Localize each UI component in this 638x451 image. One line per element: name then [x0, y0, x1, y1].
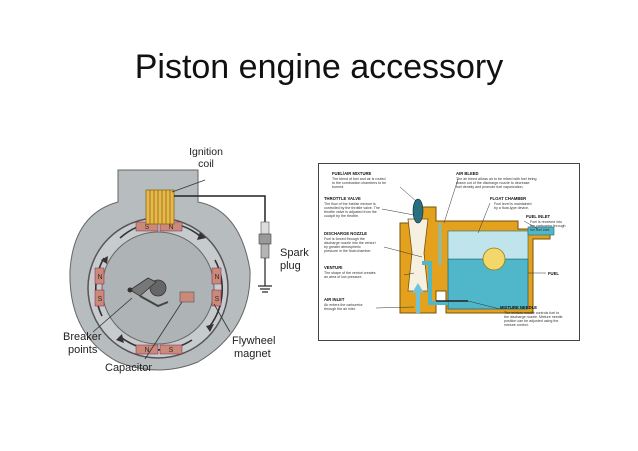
- label-flywheel-magnet: Flywheel: [232, 335, 275, 347]
- leader-line: [92, 297, 133, 333]
- svg-text:VENTURI: VENTURI: [324, 265, 342, 270]
- throttle-valve: [412, 198, 424, 224]
- slide-title: Piston engine accessory: [134, 48, 504, 86]
- callout-discharge-nozzle: DISCHARGE NOZZLE Fuel is forced through …: [324, 231, 376, 253]
- pole-letter: N: [97, 274, 102, 281]
- svg-text:The flow of the fuel/air mixtu: The flow of the fuel/air mixture is: [324, 202, 376, 206]
- arrow-head: [116, 334, 124, 343]
- svg-text:Fuel is received into: Fuel is received into: [530, 220, 562, 224]
- coil-windings: [149, 190, 171, 224]
- label-ignition-coil: coil: [198, 158, 214, 170]
- magnet-pole-pad: [94, 267, 105, 285]
- svg-text:an area of low pressure.: an area of low pressure.: [324, 275, 363, 279]
- svg-text:cockpit by the throttle.: cockpit by the throttle.: [324, 214, 359, 218]
- magnet-poles: S N N S N S N S: [94, 221, 222, 355]
- callout-air-bleed: AIR BLEED The air bleed allows air to be…: [456, 171, 537, 189]
- leader-line: [171, 179, 206, 193]
- callout-leaders: [375, 178, 546, 310]
- rotation-arrow: [209, 259, 224, 327]
- svg-text:The air bleed allows air to be: The air bleed allows air to be mixed wit…: [456, 177, 537, 181]
- svg-text:burned.: burned.: [332, 185, 344, 189]
- callout-fuel-inlet: FUEL INLET Fuel is received into the car…: [526, 214, 566, 232]
- svg-text:mixture control.: mixture control.: [504, 323, 529, 327]
- arrow-head: [101, 256, 108, 264]
- arrow-head: [197, 232, 206, 240]
- svg-text:FUEL: FUEL: [548, 271, 559, 276]
- svg-text:pressure in the float chamber.: pressure in the float chamber.: [324, 249, 371, 253]
- ignition-lead: [174, 195, 266, 222]
- breaker-arm: [139, 295, 169, 308]
- svg-text:fuel density and promote fuel: fuel density and promote fuel vaporizati…: [456, 185, 524, 189]
- pole-letter: N: [168, 224, 173, 231]
- callout-throttle-valve: THROTTLE VALVE The flow of the fuel/air …: [324, 196, 380, 218]
- label-breaker-points: Breaker: [63, 331, 102, 343]
- leader-line: [213, 303, 231, 333]
- rotation-arrow: [94, 257, 105, 317]
- label-ignition-coil: Ignition: [189, 146, 223, 158]
- callout-float-chamber: FLOAT CHAMBER Fuel level is maintained b…: [490, 196, 532, 210]
- svg-text:discharge nozzle into the vent: discharge nozzle into the venturi: [324, 241, 376, 245]
- svg-text:THROTTLE VALVE: THROTTLE VALVE: [324, 196, 361, 201]
- pole-letter: S: [169, 347, 174, 354]
- svg-text:the fuel inlet.: the fuel inlet.: [530, 228, 550, 232]
- svg-text:FLOAT CHAMBER: FLOAT CHAMBER: [490, 196, 526, 201]
- callout-fuel: FUEL: [548, 271, 559, 276]
- callout-venturi: VENTURI The shape of the venturi creates…: [324, 265, 376, 279]
- svg-text:MIXTURE NEEDLE: MIXTURE NEEDLE: [500, 305, 537, 310]
- arrow-head: [206, 324, 214, 332]
- svg-text:by greater atmospheric: by greater atmospheric: [324, 245, 361, 249]
- callout-air-inlet: AIR INLET Air enters the carburetor thro…: [324, 297, 364, 311]
- svg-text:AIR INLET: AIR INLET: [324, 297, 345, 302]
- svg-text:the carburetor through: the carburetor through: [530, 224, 566, 228]
- svg-text:by a float-type device.: by a float-type device.: [494, 206, 529, 210]
- label-capacitor: Capacitor: [105, 362, 152, 374]
- svg-text:to the combustion chambers to: to the combustion chambers to be: [332, 181, 386, 185]
- svg-text:Fuel is forced through the: Fuel is forced through the: [324, 237, 365, 241]
- ignition-system-diagram: S N N S N S N S Ignition coil Spark plug: [63, 146, 309, 374]
- carburetor-diagram: FUEL/AIR MIXTURE The blend of fuel and a…: [318, 163, 580, 341]
- label-breaker-points: points: [68, 344, 98, 356]
- arrow-head: [412, 283, 424, 293]
- fuel-passage: [422, 261, 448, 305]
- pole-letter: N: [214, 274, 219, 281]
- pole-letter: S: [98, 296, 103, 303]
- leader-line: [144, 301, 183, 360]
- ignition-coil: [145, 189, 175, 225]
- pole-letter: S: [145, 224, 150, 231]
- pole-letter: N: [144, 347, 149, 354]
- capacitor: [179, 291, 195, 303]
- float: [482, 247, 506, 271]
- magnet-pole-pad: [159, 344, 183, 355]
- label-flywheel-magnet: magnet: [234, 348, 271, 360]
- magnet-pole-pad: [211, 267, 222, 285]
- svg-text:Air enters the carburetor: Air enters the carburetor: [324, 303, 364, 307]
- magnet-pole-pad: [211, 289, 222, 307]
- svg-text:FUEL INLET: FUEL INLET: [526, 214, 551, 219]
- label-spark-plug: Spark: [280, 247, 309, 259]
- magnet-pole-pad: [135, 344, 159, 355]
- svg-text:the discharge nozzle. Mixture: the discharge nozzle. Mixture needle: [504, 315, 563, 319]
- svg-text:Fuel level is maintained: Fuel level is maintained: [494, 202, 532, 206]
- callout-fuel-air-mixture: FUEL/AIR MIXTURE The blend of fuel and a…: [332, 171, 386, 189]
- spark-plug: [258, 221, 272, 293]
- magnet-pole-pad: [94, 289, 105, 307]
- pole-letter: S: [215, 296, 220, 303]
- svg-text:controlled by the throttle val: controlled by the throttle valve. The: [324, 206, 380, 210]
- svg-text:position can be adjusted using: position can be adjusted using the: [504, 319, 558, 323]
- callout-mixture-needle: MIXTURE NEEDLE The mixture needle contro…: [500, 305, 563, 327]
- svg-text:drawn out of the discharge noz: drawn out of the discharge nozzle to dec…: [456, 181, 530, 185]
- svg-text:DISCHARGE NOZZLE: DISCHARGE NOZZLE: [324, 231, 367, 236]
- svg-text:through the air inlet.: through the air inlet.: [324, 307, 356, 311]
- fuel-inlet-pipe: [527, 226, 555, 236]
- svg-text:The mixture needle controls fu: The mixture needle controls fuel to: [504, 311, 559, 315]
- svg-text:The shape of the venturi creat: The shape of the venturi creates: [324, 271, 376, 275]
- svg-text:The blend of fuel and air is r: The blend of fuel and air is routed: [332, 177, 386, 181]
- pivot: [127, 287, 133, 293]
- label-spark-plug: plug: [280, 260, 301, 272]
- svg-text:FUEL/AIR MIXTURE: FUEL/AIR MIXTURE: [332, 171, 372, 176]
- svg-text:AIR BLEED: AIR BLEED: [456, 171, 479, 176]
- svg-text:throttle valve is adjusted fro: throttle valve is adjusted from the: [324, 210, 377, 214]
- breaker-points: [129, 277, 157, 297]
